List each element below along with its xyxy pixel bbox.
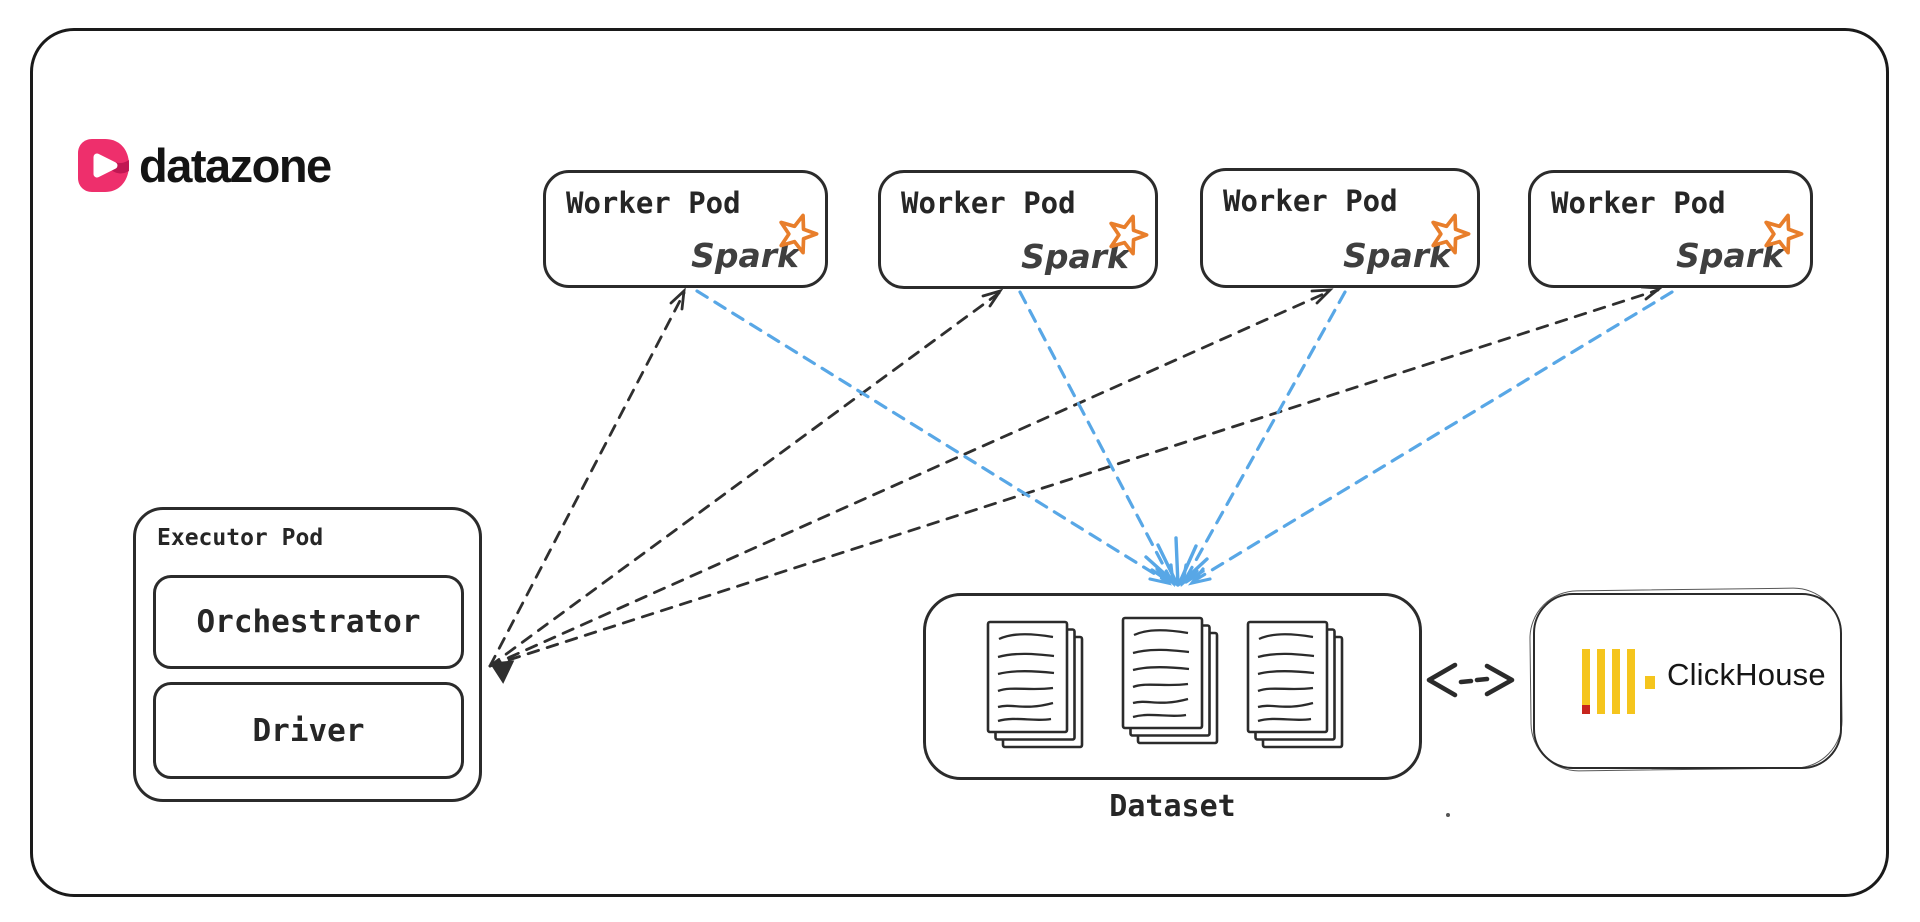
dataset-label: Dataset — [1109, 789, 1236, 824]
orchestrator-box: Orchestrator — [153, 575, 464, 669]
clickhouse-box: ClickHouse — [1533, 593, 1842, 769]
executor-pod: Executor Pod Orchestrator Driver — [133, 507, 482, 802]
worker-pod-3: Worker Pod Spark — [1200, 168, 1480, 288]
spark-star-icon — [1109, 214, 1149, 256]
clickhouse-wordmark: ClickHouse — [1667, 657, 1826, 692]
datazone-logo: datazone — [77, 134, 332, 196]
worker-pod-label: Worker Pod — [1223, 184, 1398, 218]
executor-pod-label: Executor Pod — [157, 525, 324, 551]
stray-dot — [1446, 813, 1450, 817]
dataset-box — [923, 593, 1422, 780]
worker-pod-label: Worker Pod — [1551, 186, 1726, 220]
spark-star-icon — [1764, 213, 1804, 255]
spark-star-icon — [779, 213, 819, 255]
orchestrator-label: Orchestrator — [196, 604, 421, 640]
spark-logo: Spark — [1676, 213, 1804, 272]
spark-logo: Spark — [1021, 214, 1149, 273]
brand-wordmark: datazone — [139, 138, 332, 192]
spark-star-icon — [1431, 213, 1471, 255]
worker-pod-label: Worker Pod — [901, 186, 1076, 220]
worker-pod-label: Worker Pod — [566, 186, 741, 220]
datazone-logo-icon — [78, 138, 129, 192]
spark-logo: Spark — [691, 213, 819, 272]
driver-label: Driver — [252, 712, 365, 749]
worker-pod-1: Worker Pod Spark — [543, 170, 828, 288]
spark-logo: Spark — [1343, 213, 1471, 272]
driver-box: Driver — [153, 682, 464, 779]
worker-pod-4: Worker Pod Spark — [1528, 170, 1813, 288]
clickhouse-logo-icon — [1582, 649, 1655, 714]
worker-pod-2: Worker Pod Spark — [878, 170, 1158, 289]
